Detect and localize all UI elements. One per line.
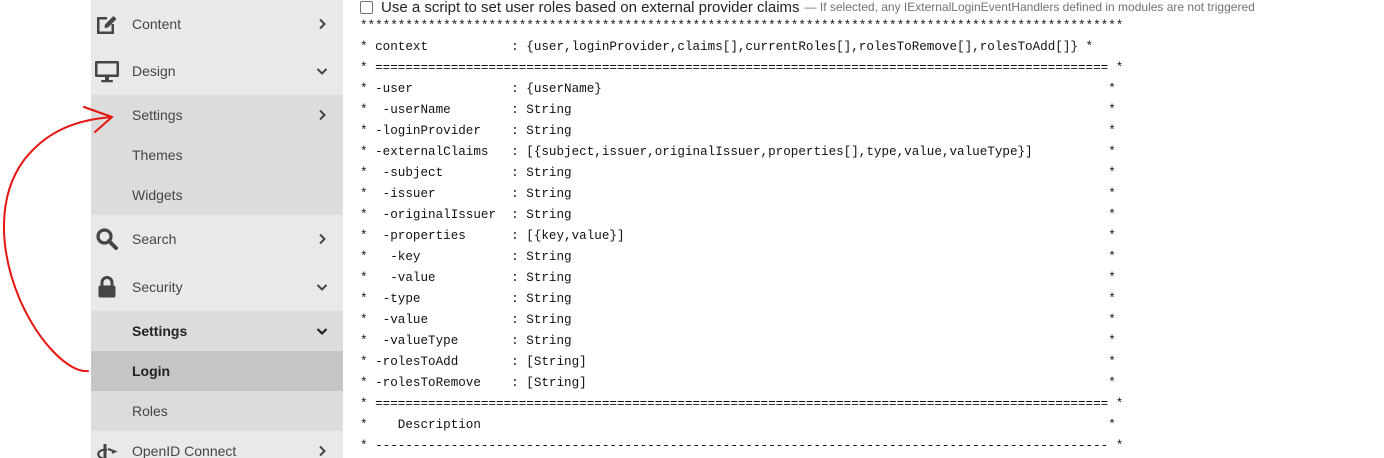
script-doc-line: * -subject : String * <box>360 166 1116 180</box>
sidebar-item-themes[interactable]: Themes <box>91 135 343 175</box>
search-icon <box>93 225 121 253</box>
script-doc-line: * -key : String * <box>360 250 1116 264</box>
script-doc-line: * ======================================… <box>360 61 1124 75</box>
use-script-checkbox[interactable] <box>360 0 373 14</box>
script-doc-line: * -type : String * <box>360 292 1116 306</box>
sidebar-item-label: OpenID Connect <box>132 443 237 458</box>
sidebar-item-login[interactable]: Login <box>91 351 343 391</box>
admin-sidebar: Content Design Settings Themes Widgets <box>91 0 343 458</box>
sidebar-item-label: Themes <box>132 147 183 163</box>
script-doc-line: * -rolesToAdd : [String] * <box>360 355 1116 369</box>
lock-icon <box>93 273 121 301</box>
script-doc-line: * -properties : [{key,value}] * <box>360 229 1116 243</box>
chevron-down-icon <box>314 323 330 339</box>
chevron-right-icon <box>314 443 330 458</box>
sidebar-item-label: Search <box>132 231 177 247</box>
sidebar-item-label: Settings <box>132 107 183 123</box>
sidebar-item-label: Widgets <box>132 187 183 203</box>
script-doc-line: * -rolesToRemove : [String] * <box>360 376 1116 390</box>
sidebar-item-widgets[interactable]: Widgets <box>91 175 343 215</box>
sidebar-item-label: Security <box>132 279 183 295</box>
sidebar-item-design[interactable]: Design <box>91 47 343 95</box>
sidebar-item-label: Design <box>132 63 176 79</box>
login-settings-content: Use a script to set user roles based on … <box>344 0 1384 458</box>
sidebar-item-label: Content <box>132 16 182 32</box>
use-script-help-text: — If selected, any IExternalLoginEventHa… <box>804 0 1255 14</box>
script-doc-line: * -value : String * <box>360 271 1116 285</box>
chevron-down-icon <box>314 279 330 295</box>
sidebar-item-label: Roles <box>132 403 168 419</box>
script-doc-line: * -originalIssuer : String * <box>360 208 1116 222</box>
script-doc-line: * -externalClaims : [{subject,issuer,ori… <box>360 145 1116 159</box>
script-doc-line: * -issuer : String * <box>360 187 1116 201</box>
chevron-right-icon <box>314 16 330 32</box>
script-doc-line: * -value : String * <box>360 313 1116 327</box>
script-doc-line: * Description * <box>360 418 1116 432</box>
sidebar-item-label: Login <box>132 363 171 379</box>
chevron-right-icon <box>314 107 330 123</box>
script-documentation: ****************************************… <box>360 16 1123 457</box>
sidebar-item-content[interactable]: Content <box>91 0 343 48</box>
sidebar-item-search[interactable]: Search <box>91 215 343 263</box>
sidebar-item-label: Settings <box>132 323 188 339</box>
script-doc-line: ****************************************… <box>360 19 1124 33</box>
chevron-right-icon <box>314 231 330 247</box>
sidebar-item-design-settings[interactable]: Settings <box>91 95 343 135</box>
sidebar-item-openid-connect[interactable]: OpenID Connect <box>91 431 343 458</box>
sidebar-item-roles[interactable]: Roles <box>91 391 343 431</box>
script-doc-line: * --------------------------------------… <box>360 439 1124 453</box>
script-doc-line: * ======================================… <box>360 397 1124 411</box>
openid-icon <box>93 437 121 458</box>
edit-icon <box>93 10 121 38</box>
script-doc-line: * context : {user,loginProvider,claims[]… <box>360 40 1094 54</box>
chevron-down-icon <box>314 63 330 79</box>
script-doc-line: * -valueType : String * <box>360 334 1116 348</box>
use-script-checkbox-label[interactable]: Use a script to set user roles based on … <box>381 0 800 16</box>
script-doc-line: * -userName : String * <box>360 103 1116 117</box>
script-doc-line: * -loginProvider : String * <box>360 124 1116 138</box>
sidebar-item-security-settings[interactable]: Settings <box>91 311 343 351</box>
sidebar-item-security[interactable]: Security <box>91 263 343 311</box>
script-doc-line: * -user : {userName} * <box>360 82 1116 96</box>
monitor-icon <box>93 57 121 85</box>
use-script-option: Use a script to set user roles based on … <box>360 0 1255 18</box>
